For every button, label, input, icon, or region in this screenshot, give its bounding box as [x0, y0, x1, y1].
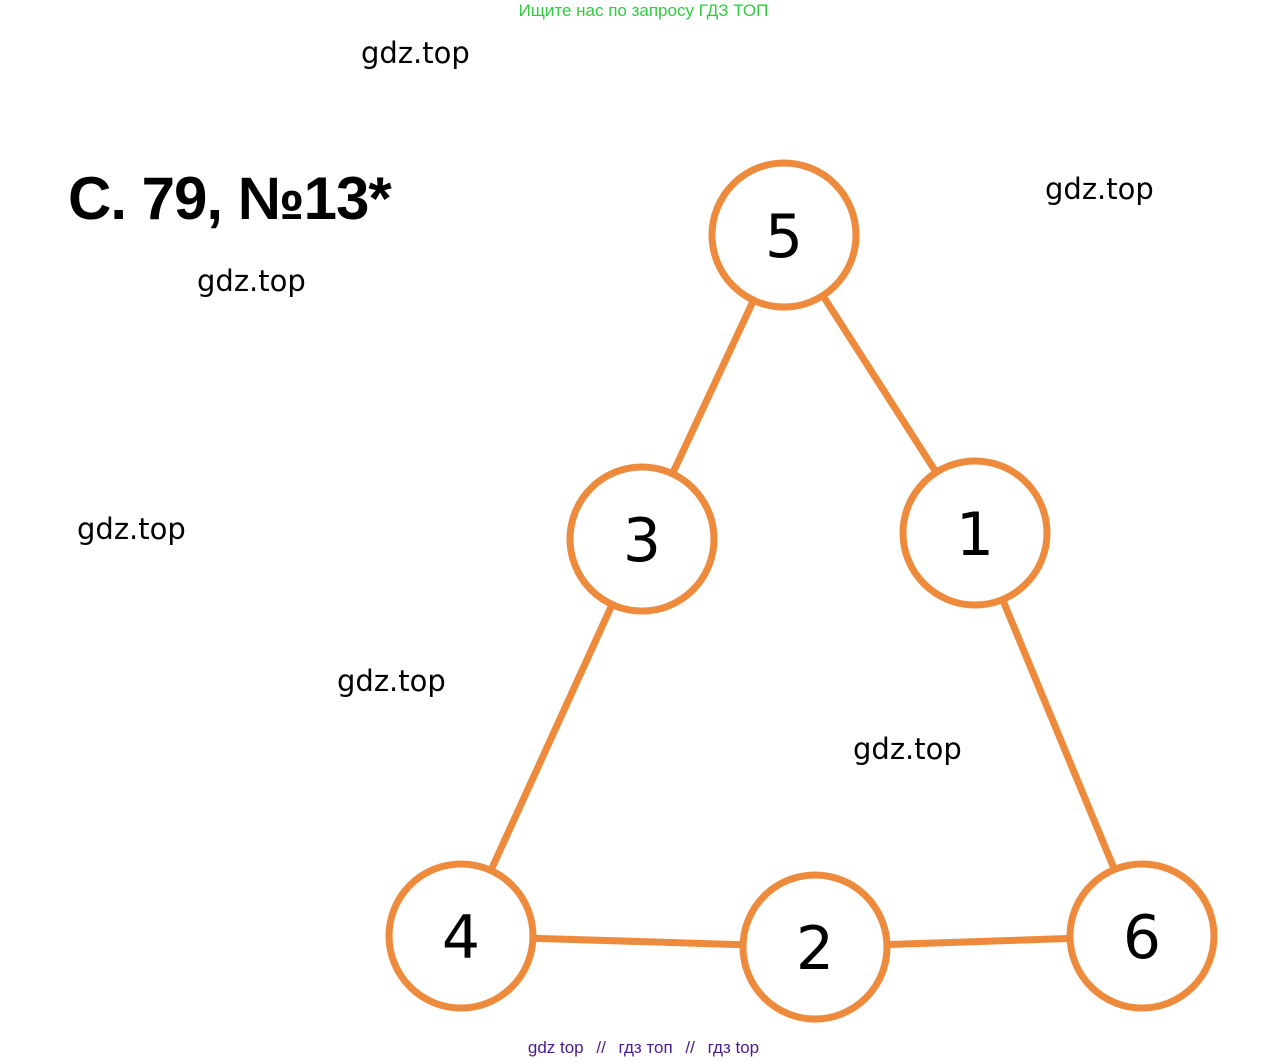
node-label: 5 [765, 202, 803, 272]
watermark: gdz.top [197, 264, 306, 298]
watermark: gdz.top [361, 36, 470, 70]
node-label: 2 [796, 914, 834, 984]
footer-link[interactable]: gdz top [527, 1038, 584, 1057]
footer-separator: // [685, 1038, 695, 1057]
node-label: 4 [442, 903, 480, 973]
footer-links: gdz top // гдз топ // гдз top [0, 1038, 1287, 1058]
footer-link[interactable]: гдз топ [618, 1038, 673, 1057]
watermark: gdz.top [77, 512, 186, 546]
node-circle [385, 860, 537, 1012]
footer-link[interactable]: гдз top [707, 1038, 760, 1057]
node-circle [739, 871, 891, 1023]
watermark: gdz.top [1045, 172, 1154, 206]
watermark: gdz.top [853, 732, 962, 766]
node-circle [899, 457, 1051, 609]
watermark: gdz.top [337, 664, 446, 698]
search-banner: Ищите нас по запросу ГДЗ ТОП [518, 1, 769, 20]
node-circle [708, 159, 860, 311]
node-label: 6 [1123, 903, 1161, 973]
node-label: 3 [623, 506, 661, 576]
footer-separator: // [596, 1038, 606, 1057]
node-label: 1 [956, 500, 994, 570]
page-title: С. 79, №13* [68, 165, 392, 232]
node-circle [566, 463, 718, 615]
node-circle [1066, 860, 1218, 1012]
